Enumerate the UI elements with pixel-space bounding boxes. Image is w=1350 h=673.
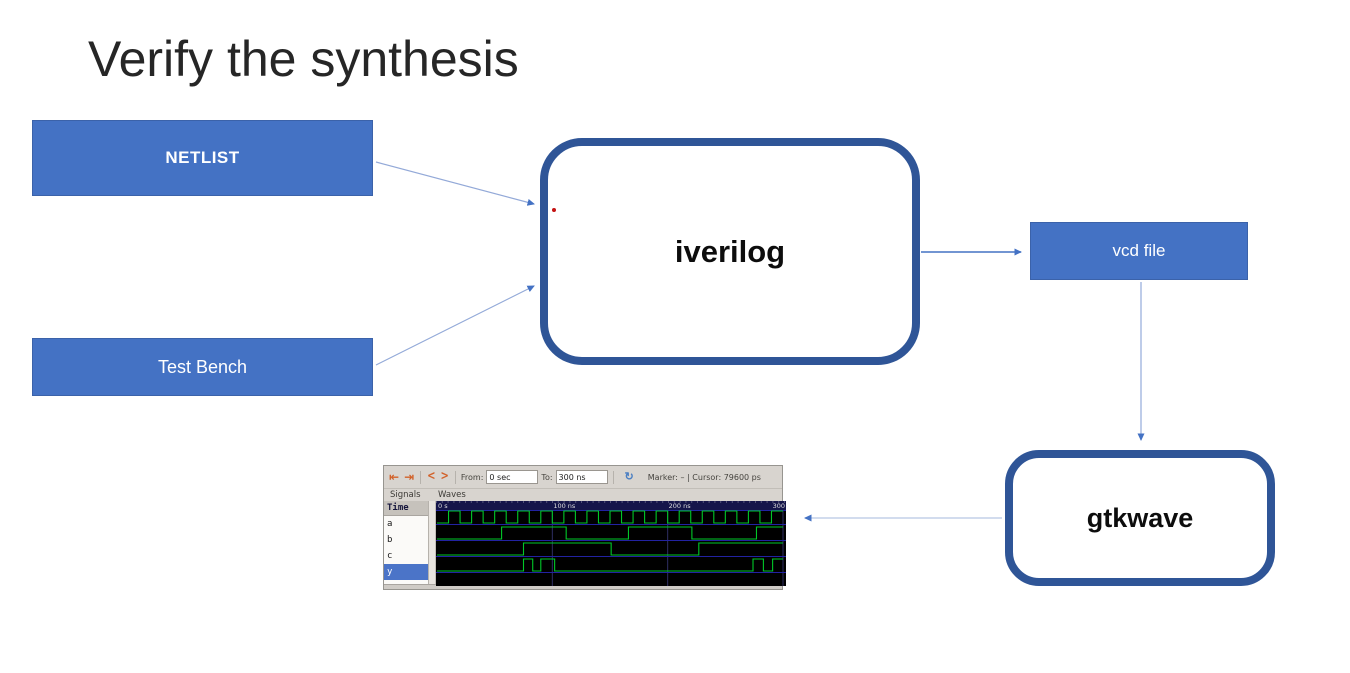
gtkwave-toolbar: ⇤ ⇥ < > From: To: ↻ Marker: – | Cursor: …	[384, 466, 782, 489]
next-edge-icon[interactable]: >	[440, 469, 449, 484]
page-title: Verify the synthesis	[88, 31, 519, 87]
time-column-button[interactable]: Time	[384, 501, 428, 516]
laser-pointer-dot	[552, 208, 556, 212]
waves-panel-header: Waves	[438, 490, 466, 500]
marker-cursor-status: Marker: – | Cursor: 79600 ps	[647, 472, 761, 482]
svg-text:200 ns: 200 ns	[669, 502, 692, 510]
skip-to-start-icon[interactable]: ⇤	[389, 470, 400, 484]
signal-item-a[interactable]: a	[387, 519, 393, 529]
svg-text:100 ns: 100 ns	[553, 502, 576, 510]
signals-scrollbar[interactable]	[429, 501, 436, 584]
toolbar-separator	[420, 470, 422, 484]
to-label: To:	[541, 472, 553, 482]
wave-trace-a	[437, 510, 783, 524]
from-label: From:	[460, 472, 484, 482]
iverilog-label: iverilog	[674, 233, 786, 269]
reload-icon[interactable]: ↻	[619, 471, 640, 484]
signal-item-c[interactable]: c	[387, 551, 393, 561]
vcd-file-node: vcd file	[1030, 222, 1248, 280]
svg-text:0 s: 0 s	[438, 502, 448, 510]
panel-headers: Signals Waves	[384, 489, 782, 501]
test-bench-node: Test Bench	[32, 338, 373, 396]
wave-trace-y	[437, 558, 783, 572]
iverilog-node: iverilog	[540, 138, 920, 365]
wave-trace-b	[437, 526, 783, 540]
netlist-label: NETLIST	[165, 148, 240, 167]
gtkwave-node: gtkwave	[1005, 450, 1275, 586]
toolbar-separator	[454, 470, 456, 484]
signal-item-y[interactable]: y	[384, 564, 428, 580]
gtkwave-label: gtkwave	[1086, 502, 1194, 533]
toolbar-separator	[612, 470, 614, 484]
prev-edge-icon[interactable]: <	[427, 469, 436, 484]
arrow-testbench-to-iverilog	[375, 285, 535, 366]
skip-to-end-icon[interactable]: ⇥	[404, 470, 415, 484]
waves-panel: 0 s 100 ns 200 ns 300	[436, 501, 786, 586]
svg-text:300: 300	[773, 502, 785, 510]
gtkwave-window-screenshot: ⇤ ⇥ < > From: To: ↻ Marker: – | Cursor: …	[383, 465, 786, 590]
arrow-netlist-to-iverilog	[375, 161, 535, 206]
waves-canvas[interactable]: 0 s 100 ns 200 ns 300	[436, 501, 786, 586]
test-bench-label: Test Bench	[157, 356, 248, 377]
wave-trace-c	[437, 542, 783, 556]
vcd-file-label: vcd file	[1112, 241, 1166, 260]
to-input[interactable]	[555, 470, 608, 484]
from-input[interactable]	[486, 470, 539, 484]
netlist-node: NETLIST	[32, 120, 373, 196]
signal-item-b[interactable]: b	[387, 535, 393, 545]
signals-panel-header: Signals	[390, 490, 421, 500]
